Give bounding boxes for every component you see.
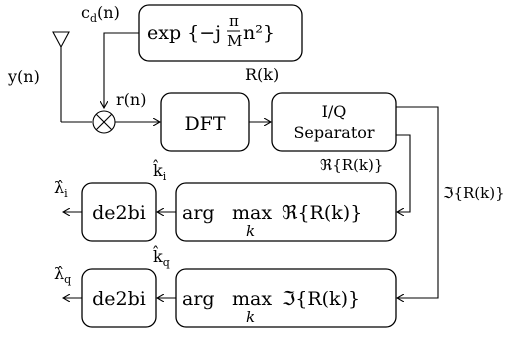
de2bi-bottom-text: de2bi bbox=[92, 288, 146, 310]
rn-label: r(n) bbox=[116, 90, 146, 109]
iq-line2-text: Separator bbox=[293, 123, 374, 142]
exp-main-text: exp {−j bbox=[147, 22, 221, 44]
yn-label: y(n) bbox=[7, 67, 40, 86]
argmax-im-max-text: max bbox=[232, 288, 272, 310]
exp-pi-text: π bbox=[229, 12, 239, 30]
multiplier-icon bbox=[92, 110, 116, 134]
argmax-re-k-text: k bbox=[246, 222, 255, 240]
wire-iq-to-argmax-im bbox=[396, 106, 439, 298]
Rk-label: R(k) bbox=[245, 65, 279, 84]
re-Rk-label: ℜ{R(k)} bbox=[320, 156, 383, 174]
argmax-re-arg-text: arg bbox=[182, 202, 215, 224]
ki-label: k̂i bbox=[153, 160, 167, 183]
dft-text: DFT bbox=[184, 113, 225, 135]
iq-line1-text: I/Q bbox=[322, 102, 347, 121]
de2bi-top-text: de2bi bbox=[92, 202, 146, 224]
wire-iq-to-argmax-re bbox=[396, 134, 411, 212]
kq-label: k̂q bbox=[153, 246, 170, 269]
im-Rk-label: ℑ{R(k)} bbox=[443, 184, 505, 202]
argmax-re-max-text: max bbox=[232, 202, 272, 224]
wire-cd-to-mixer bbox=[104, 32, 139, 108]
exp-tail-text: n²} bbox=[243, 22, 275, 44]
antenna-icon bbox=[52, 31, 70, 122]
argmax-im-expr-text: ℑ{R(k)} bbox=[282, 288, 360, 310]
iq-separator-block bbox=[271, 92, 397, 152]
lambda-i-label: λ̂i bbox=[54, 178, 68, 200]
argmax-re-expr-text: ℜ{R(k)} bbox=[282, 202, 362, 224]
argmax-im-k-text: k bbox=[246, 308, 255, 326]
exp-M-text: M bbox=[227, 32, 242, 50]
argmax-im-arg-text: arg bbox=[182, 288, 215, 310]
cd-label: cd(n) bbox=[81, 3, 120, 25]
lambda-q-label: λ̂q bbox=[54, 264, 71, 286]
